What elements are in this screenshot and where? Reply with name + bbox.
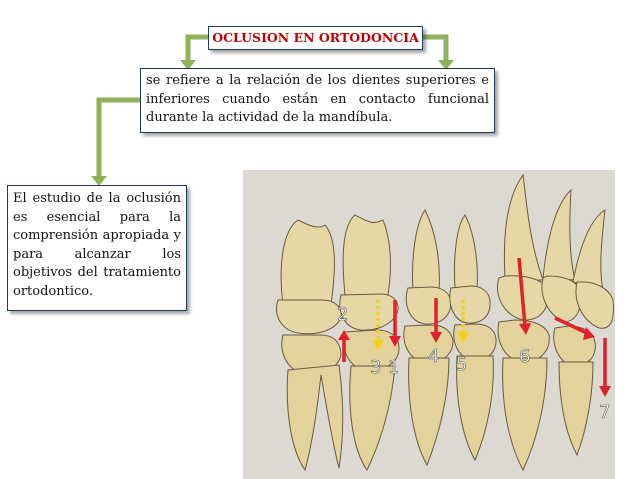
study-note-text: El estudio de la oclusión es esencial pa… <box>13 191 181 299</box>
tooth-label-2: 2 <box>337 304 348 325</box>
upper-premolar-1-crown <box>339 293 399 331</box>
arrowhead-7-diagonal <box>583 327 595 340</box>
tooth-label-4: 4 <box>428 346 439 367</box>
connector-left-arrowhead <box>180 60 196 70</box>
upper-incisor-2-root <box>572 209 606 291</box>
connector-down <box>96 97 140 178</box>
definition-text: se refiere a la relación de los dientes … <box>146 73 489 125</box>
arrowhead-7 <box>599 386 611 397</box>
upper-molar-crown <box>276 299 342 335</box>
upper-premolar-1-root <box>342 214 391 296</box>
upper-premolar-3-crown <box>449 285 491 324</box>
teeth-occlusion-figure: 2 3 1 4 5 6 7 <box>243 170 615 479</box>
tooth-label-1: 1 <box>388 357 399 378</box>
tooth-label-5: 5 <box>456 354 467 375</box>
upper-premolar-3-root <box>454 214 478 289</box>
tooth-label-6: 6 <box>519 346 530 367</box>
tooth-label-7: 7 <box>599 402 610 423</box>
lower-molar-root <box>286 364 344 472</box>
lower-premolar-1-crown <box>343 329 400 371</box>
arrowhead-5 <box>457 332 469 343</box>
lower-premolar-1-root <box>349 365 396 471</box>
arrow-red-7-diagonal <box>554 316 590 336</box>
connector-left <box>185 34 208 62</box>
upper-molar-root <box>280 219 335 306</box>
arrow-red-6 <box>517 257 527 327</box>
arrowhead-2 <box>338 330 350 340</box>
upper-premolar-2-root <box>412 209 440 291</box>
lower-incisor-root <box>558 361 594 457</box>
lower-canine-crown <box>497 319 550 363</box>
upper-incisor-1-root <box>542 188 576 281</box>
upper-canine-root <box>503 173 544 281</box>
arrowhead-4 <box>430 332 442 343</box>
upper-incisor-2-crown <box>575 281 614 329</box>
lower-premolar-2-root <box>408 357 450 467</box>
connector-right <box>423 34 449 62</box>
definition-box: se refiere a la relación de los dientes … <box>140 68 495 133</box>
connector-right-arrowhead <box>438 60 454 70</box>
study-note-box: El estudio de la oclusión es esencial pa… <box>7 185 187 311</box>
title-box: OCLUSION EN ORTODONCIA <box>208 26 423 50</box>
lower-premolar-3-root <box>456 355 494 462</box>
tooth-label-3: 3 <box>370 357 381 378</box>
lower-canine-root <box>502 357 548 472</box>
arrowhead-3 <box>372 340 384 351</box>
upper-premolar-2-crown <box>405 286 452 325</box>
connector-down-arrowhead <box>91 176 107 186</box>
arrowhead-1 <box>389 336 401 347</box>
page-title: OCLUSION EN ORTODONCIA <box>212 30 419 45</box>
arrowhead-6 <box>519 323 531 335</box>
